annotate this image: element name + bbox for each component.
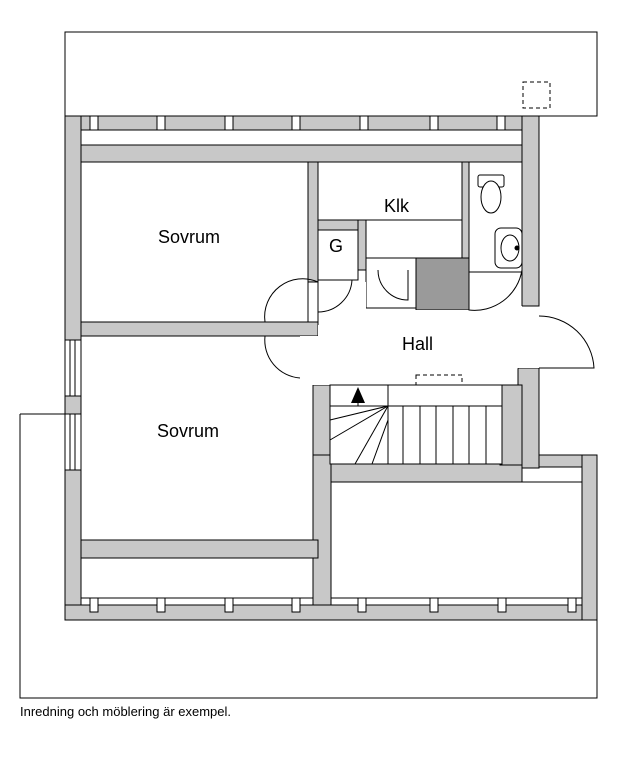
- toilet-icon: [477, 174, 505, 214]
- skylight-dashed: [522, 81, 551, 109]
- left-windows: [64, 339, 82, 471]
- room-sovrum-upper: [80, 161, 309, 323]
- label-hall: Hall: [402, 334, 433, 354]
- room-sovrum-lower: [80, 335, 314, 541]
- caption: Inredning och möblering är exempel.: [20, 704, 232, 719]
- stair-arrow-icon: [351, 387, 365, 403]
- room-g: [317, 229, 359, 281]
- label-sovrum-upper: Sovrum: [158, 227, 220, 247]
- room-bottom-right: [330, 481, 583, 599]
- label-g: G: [329, 236, 343, 256]
- door-swings: [264, 269, 595, 402]
- label-sovrum-lower: Sovrum: [157, 421, 219, 441]
- room-hall: [300, 282, 539, 385]
- room-bottom-strip-left: [80, 557, 314, 599]
- room-interiors: [80, 129, 583, 599]
- label-klk: Klk: [384, 196, 410, 216]
- sink-icon: [494, 227, 523, 269]
- room-top-strip: [80, 129, 523, 146]
